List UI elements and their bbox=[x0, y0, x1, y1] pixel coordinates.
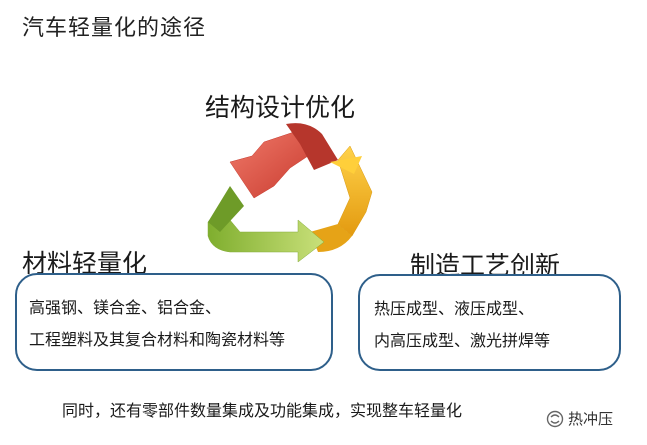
watermark-text: 热冲压 bbox=[568, 410, 614, 428]
process-examples-line1: 热压成型、液压成型、 bbox=[374, 299, 535, 318]
material-examples-box: 高强钢、镁合金、铝合金、 工程塑料及其复合材料和陶瓷材料等 bbox=[15, 273, 333, 371]
watermark: 热冲压 bbox=[546, 408, 613, 429]
wechat-channel-icon bbox=[546, 410, 564, 428]
arrow-red bbox=[229, 123, 338, 199]
cycle-arrows-diagram bbox=[190, 112, 390, 276]
material-examples-line2: 工程塑料及其复合材料和陶瓷材料等 bbox=[29, 330, 286, 349]
process-examples-line2: 内高压成型、激光拼焊等 bbox=[374, 331, 551, 350]
process-examples-box: 热压成型、液压成型、 内高压成型、激光拼焊等 bbox=[358, 274, 621, 371]
node-label-structure: 结构设计优化 bbox=[205, 93, 356, 122]
footer-note: 同时，还有零部件数量集成及功能集成，实现整车轻量化 bbox=[62, 401, 463, 420]
page-title: 汽车轻量化的途径 bbox=[22, 16, 207, 41]
material-examples-line1: 高强钢、镁合金、铝合金、 bbox=[29, 298, 222, 317]
arrow-green bbox=[207, 186, 325, 263]
